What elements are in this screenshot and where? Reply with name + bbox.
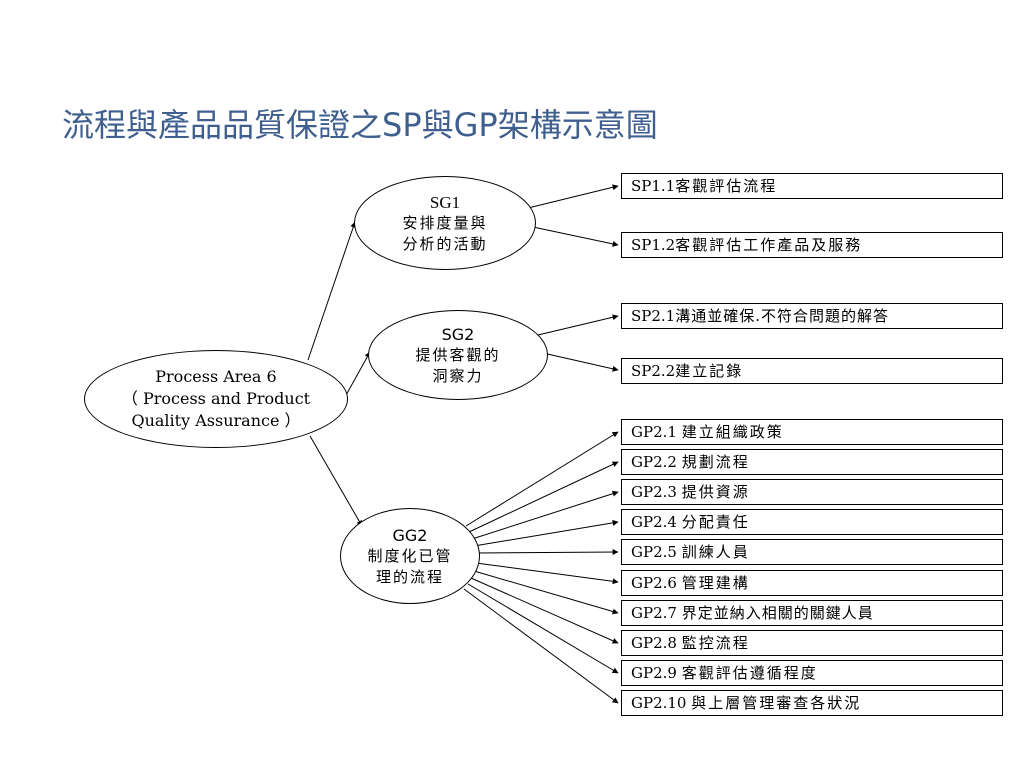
practice-box-gp2-4: GP2.4 分配責任 — [621, 509, 1003, 535]
goal-label-line1: 安排度量與 — [402, 213, 488, 232]
practice-box-gp2-2: GP2.2 規劃流程 — [621, 449, 1003, 475]
goal-node-sg1: SG1 安排度量與 分析的活動 — [354, 176, 536, 270]
goal-label-line2: 理的流程 — [375, 567, 444, 586]
practice-box-sp1-1: SP1.1客觀評估流程 — [621, 173, 1003, 199]
practice-code: GP2.6 — [631, 574, 682, 592]
link-pa-gg2 — [309, 435, 363, 527]
practice-code: GP2.1 — [631, 423, 682, 441]
goal-label-line1: 提供客觀的 — [415, 345, 501, 364]
practice-box-gp2-6: GP2.6 管理建構 — [621, 570, 1003, 596]
goal-id: SG1 — [429, 192, 461, 212]
practice-box-sp1-2: SP1.2客觀評估工作產品及服務 — [621, 232, 1003, 258]
practice-text: 界定並納入相關的關鍵人員 — [681, 604, 874, 622]
practice-code: GP2.10 — [631, 694, 692, 712]
practice-code: GP2.8 — [631, 634, 682, 652]
link-gg2-gp21 — [465, 431, 619, 527]
goal-label-line2: 分析的活動 — [402, 234, 488, 253]
practice-code: SP1.2 — [631, 236, 676, 254]
practice-code: SP2.2 — [631, 362, 676, 380]
process-area-line3: Quality Assurance ） — [131, 411, 301, 430]
link-gg2-gp24 — [473, 519, 619, 547]
practice-code: GP2.9 — [631, 664, 682, 682]
link-sg2-sp22 — [542, 352, 619, 372]
goal-node-gg2: GG2 制度化已管 理的流程 — [340, 508, 480, 604]
goal-label-line1: 制度化已管 — [367, 546, 453, 565]
goal-id: GG2 — [392, 525, 428, 545]
practice-code: GP2.4 — [631, 513, 682, 531]
practice-box-sp2-1: SP2.1溝通並確保.不符合問題的解答 — [621, 303, 1003, 329]
practice-text: 訓練人員 — [681, 543, 750, 561]
practice-text: 管理建構 — [681, 574, 750, 592]
link-gg2-gp23 — [471, 490, 619, 540]
practice-box-gp2-7: GP2.7 界定並納入相關的關鍵人員 — [621, 600, 1003, 626]
goal-id: SG2 — [441, 324, 475, 344]
link-pa-sg2 — [344, 351, 371, 398]
practice-code: SP1.1 — [631, 177, 676, 195]
practice-text: 客觀評估流程 — [675, 177, 778, 195]
practice-box-gp2-5: GP2.5 訓練人員 — [621, 539, 1003, 565]
link-gg2-gp27 — [473, 570, 619, 615]
link-gg2-gp26 — [475, 562, 619, 585]
practice-text: 建立記錄 — [675, 362, 744, 380]
link-gg2-gp28 — [470, 577, 619, 644]
practice-box-gp2-9: GP2.9 客觀評估遵循程度 — [621, 660, 1003, 686]
practice-text: 分配責任 — [681, 513, 750, 531]
link-gg2-gp210 — [463, 588, 619, 704]
practice-text: 客觀評估工作產品及服務 — [675, 236, 863, 254]
practice-box-gp2-10: GP2.10 與上層管理審查各狀況 — [621, 690, 1003, 716]
practice-code: GP2.7 — [631, 604, 682, 622]
link-sg2-sp21 — [537, 314, 619, 336]
practice-code: GP2.5 — [631, 543, 682, 561]
practice-text: 建立組織政策 — [681, 423, 784, 441]
process-area-node: Process Area 6 （ Process and Product Qua… — [84, 350, 348, 448]
link-sg1-sp12 — [532, 226, 619, 247]
practice-text: 客觀評估遵循程度 — [681, 664, 818, 682]
link-gg2-gp25 — [475, 549, 619, 556]
process-area-line1: Process Area 6 — [155, 367, 277, 386]
practice-text: 提供資源 — [681, 483, 750, 501]
link-pa-sg1 — [307, 221, 357, 361]
link-gg2-gp22 — [468, 461, 619, 533]
goal-node-sg2: SG2 提供客觀的 洞察力 — [368, 310, 548, 400]
practice-text: 與上層管理審查各狀況 — [691, 694, 862, 712]
practice-box-gp2-1: GP2.1 建立組織政策 — [621, 419, 1003, 445]
goal-label-line2: 洞察力 — [432, 366, 484, 385]
practice-code: GP2.2 — [631, 453, 682, 471]
practice-code: SP2.1 — [631, 307, 676, 325]
practice-text: 監控流程 — [681, 634, 750, 652]
practice-box-gp2-3: GP2.3 提供資源 — [621, 479, 1003, 505]
practice-box-sp2-2: SP2.2建立記錄 — [621, 358, 1003, 384]
slide-title: 流程與產品品質保證之SP與GP架構示意圖 — [62, 106, 658, 144]
link-sg1-sp11 — [527, 184, 619, 209]
link-gg2-gp29 — [467, 583, 619, 674]
practice-box-gp2-8: GP2.8 監控流程 — [621, 630, 1003, 656]
process-area-line2: （ Process and Product — [121, 389, 311, 408]
practice-text: 溝通並確保.不符合問題的解答 — [675, 307, 890, 325]
practice-text: 規劃流程 — [681, 453, 750, 471]
practice-code: GP2.3 — [631, 483, 682, 501]
